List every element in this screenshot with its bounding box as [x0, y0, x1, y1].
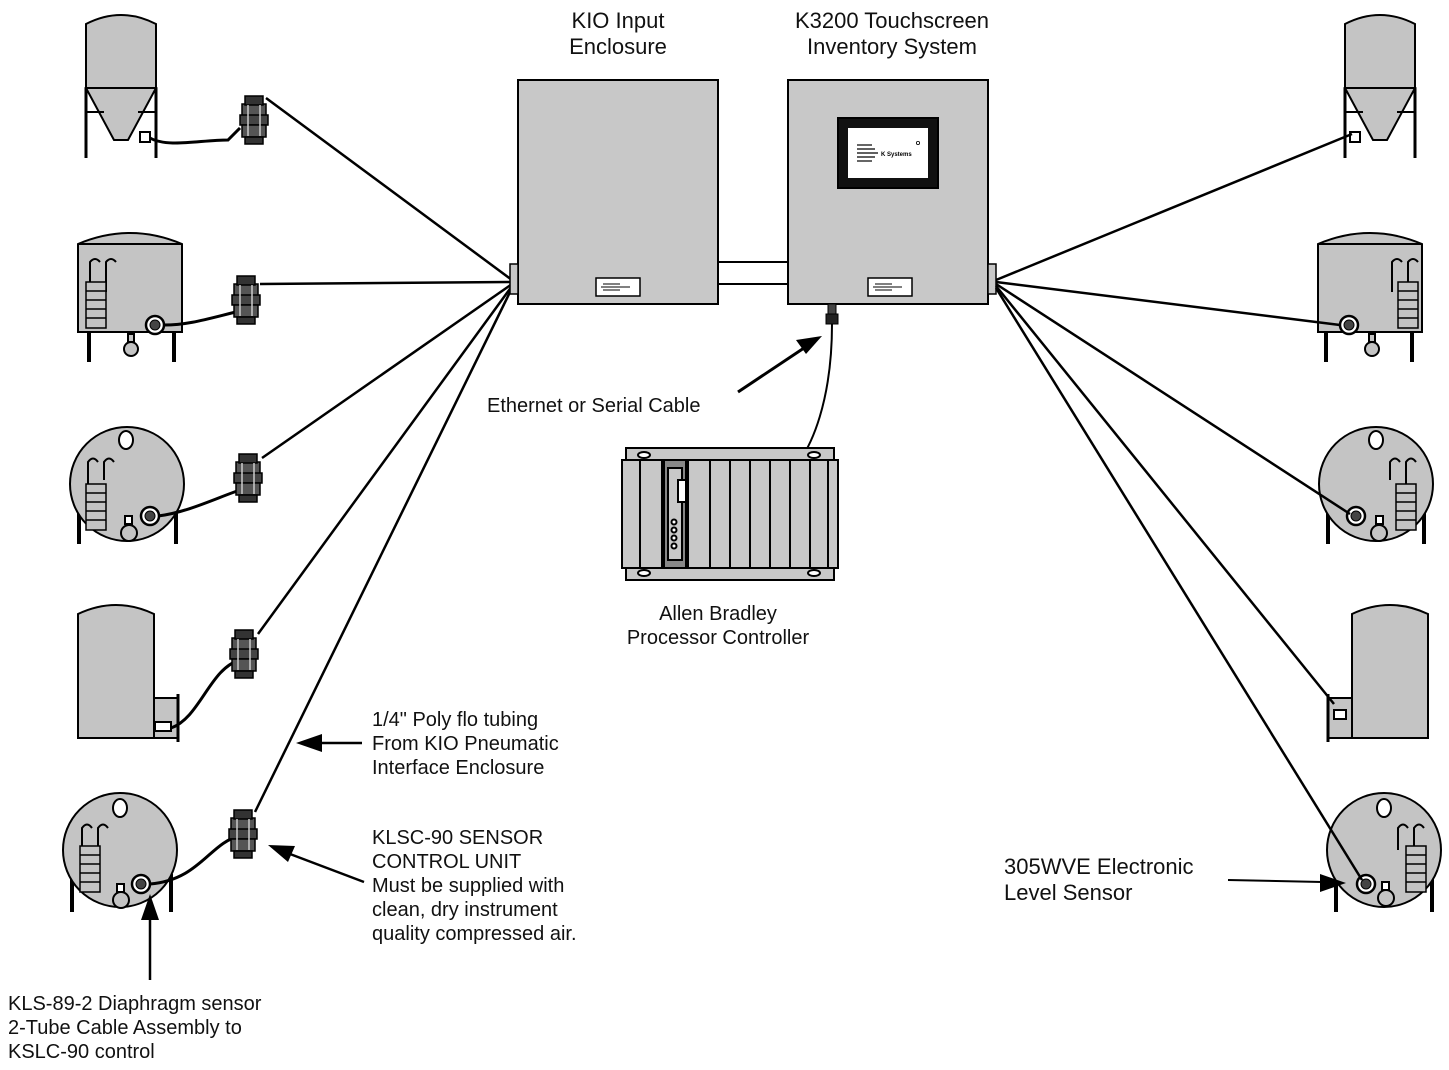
- kio-label: KIO Input Enclosure: [548, 8, 688, 60]
- k3200-label: K3200 Touchscreen Inventory System: [768, 8, 1016, 60]
- enclosure-conduit: [717, 261, 789, 285]
- wve-label: 305WVE Electronic Level Sensor: [1004, 854, 1194, 906]
- kls-label: KLS-89-2 Diaphragm sensor 2-Tube Cable A…: [8, 992, 261, 1064]
- tubing-label: 1/4" Poly flo tubing From KIO Pneumatic …: [372, 708, 559, 780]
- tubing-lines-left: [253, 96, 514, 813]
- ethernet-label-text: Ethernet or Serial Cable: [487, 395, 701, 417]
- klsc-line-3: Must be supplied with: [372, 875, 565, 897]
- kio-label-line-1: KIO Input: [571, 8, 665, 33]
- tubing-line-2: From KIO Pneumatic: [372, 733, 559, 755]
- kls-line-3: KSLC-90 control: [8, 1041, 155, 1063]
- wve-line-2: Level Sensor: [1004, 880, 1133, 905]
- tank-vertical-right: [1326, 604, 1429, 742]
- klsc-line-5: quality compressed air.: [372, 923, 577, 945]
- kls-line-2: 2-Tube Cable Assembly to: [8, 1017, 242, 1039]
- allen-bradley-line-1: Allen Bradley: [659, 603, 777, 625]
- kio-label-line-2: Enclosure: [569, 34, 667, 59]
- k3200-label-line-1: K3200 Touchscreen: [794, 8, 990, 33]
- klsc-line-1: KLSC-90 SENSOR: [372, 827, 544, 849]
- tank-cone-left: [84, 14, 158, 158]
- tank-round-left-1: [69, 426, 185, 544]
- wve-arrow: [1227, 874, 1346, 892]
- allen-bradley-rack: [621, 447, 839, 581]
- tank-cone-right: [1343, 14, 1417, 158]
- tubing-line-3: Interface Enclosure: [372, 757, 545, 779]
- tank-vertical-left: [77, 604, 180, 742]
- tank-round-right-2: [1326, 792, 1442, 912]
- screen-brand: K Systems: [881, 152, 912, 158]
- klsc-line-4: clean, dry instrument: [372, 899, 558, 921]
- klsc-arrow: [268, 845, 365, 884]
- tank-rect-left: [77, 232, 183, 362]
- klsc-unit-4: [229, 629, 259, 679]
- klsc-unit-1: [239, 95, 269, 145]
- klsc-unit-5: [228, 809, 258, 859]
- klsc-label: KLSC-90 SENSOR CONTROL UNIT Must be supp…: [372, 826, 577, 946]
- sensor-lines-right: [994, 132, 1364, 881]
- wve-line-1: 305WVE Electronic: [1004, 854, 1194, 879]
- kio-enclosure: [509, 79, 719, 305]
- klsc-unit-3: [233, 453, 263, 503]
- tank-rect-right: [1317, 232, 1423, 362]
- tubing-line-1: 1/4" Poly flo tubing: [372, 709, 539, 731]
- k3200-label-line-2: Inventory System: [807, 34, 977, 59]
- allen-bradley-line-2: Processor Controller: [626, 627, 810, 649]
- klsc-line-2: CONTROL UNIT: [372, 851, 522, 873]
- k3200-enclosure: [787, 79, 997, 325]
- tank-round-right-1: [1318, 426, 1434, 544]
- ethernet-arrow: [737, 336, 822, 394]
- tank-round-left-2: [62, 792, 178, 912]
- kls-line-1: KLS-89-2 Diaphragm sensor: [8, 993, 262, 1015]
- tubing-arrow: [296, 734, 362, 752]
- ethernet-label: Ethernet or Serial Cable: [487, 394, 700, 418]
- kls-arrow: [141, 894, 159, 980]
- klsc-unit-2: [231, 275, 261, 325]
- allen-bradley-label: Allen Bradley Processor Controller: [598, 602, 838, 650]
